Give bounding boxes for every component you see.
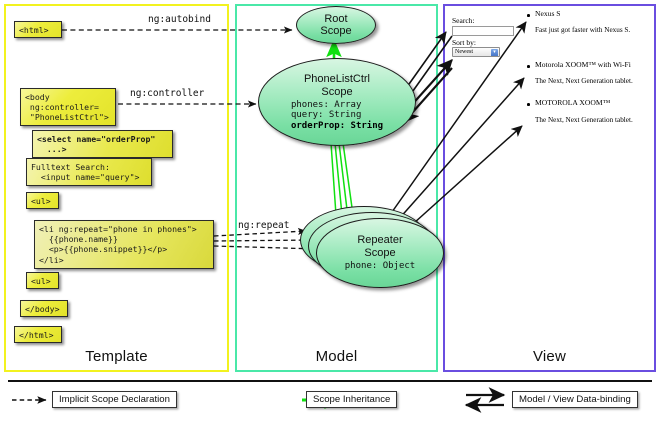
select-orderprop-tag: <select name="orderProp" ...> [32, 130, 173, 158]
phonelistctrl-scope-title: PhoneListCtrl Scope [303, 73, 371, 98]
phonelistctrl-scope: PhoneListCtrl Scope phones: Array query:… [258, 58, 416, 146]
phone-item-desc: The Next, Next Generation tablet. [535, 77, 633, 85]
label-ng-controller: ng:controller [130, 88, 205, 99]
legend-item-scope-inheritance: Scope Inheritance [306, 391, 398, 408]
ul-close-tag: <ul> [26, 272, 59, 290]
phone-item-desc: The Next, Next Generation tablet. [535, 116, 633, 124]
prop-phone: phone: Object [344, 261, 416, 272]
body-close-tag: </body> [20, 300, 68, 318]
repeater-scope-title: Repeater Scope [357, 234, 403, 259]
legend-item-implicit-scope-declaration: Implicit Scope Declaration [52, 391, 177, 408]
repeater-scope-props: phone: Object [345, 261, 415, 271]
prop-phones: phones: Array [290, 100, 362, 111]
sort-label: Sort by: [452, 38, 476, 47]
phonelistctrl-scope-props: phones: Array query: String orderProp: S… [291, 100, 383, 131]
legend-item-model-view-data-binding: Model / View Data-binding [512, 391, 638, 408]
list-bullet [527, 103, 530, 106]
phone-item-title: Motorola XOOM™ with Wi-Fi [535, 60, 631, 69]
search-label: Search: [452, 16, 475, 25]
panel-label-template: Template [85, 348, 148, 365]
label-ng-autobind: ng:autobind [148, 14, 211, 25]
sort-select[interactable]: Newest ▾ [452, 47, 500, 57]
legend: Implicit Scope Declaration Scope Inherit… [0, 378, 660, 421]
prop-orderprop: orderProp: String [290, 120, 384, 131]
list-bullet [527, 65, 530, 68]
list-bullet [527, 14, 530, 17]
ul-open-tag: <ul> [26, 192, 59, 210]
phone-item-title: MOTOROLA XOOM™ [535, 98, 611, 107]
li-ngrepeat-tag: <li ng:repeat="phone in phones"> {{phone… [34, 220, 214, 269]
root-scope: Root Scope [296, 6, 376, 44]
body-controller-tag: <body ng:controller= "PhoneListCtrl"> [20, 88, 116, 127]
root-scope-title: Root Scope [320, 12, 352, 37]
phone-item-title: Nexus S [535, 9, 561, 18]
fulltext-search-input: Fulltext Search: <input name="query"> [26, 158, 152, 186]
html-open-tag: <html> [14, 21, 62, 39]
label-ng-repeat: ng:repeat [238, 220, 290, 231]
sort-select-value: Newest [455, 49, 473, 55]
legend-divider [8, 380, 652, 383]
html-close-tag: </html> [14, 326, 62, 344]
panel-label-model: Model [315, 348, 358, 365]
repeater-scope: Repeater Scope phone: Object [316, 218, 444, 288]
phone-item-desc: Fast just got faster with Nexus S. [535, 26, 631, 34]
search-input[interactable] [452, 26, 514, 36]
panel-label-view: View [532, 348, 567, 365]
prop-query: query: String [290, 110, 362, 121]
chevron-down-icon: ▾ [491, 49, 498, 56]
